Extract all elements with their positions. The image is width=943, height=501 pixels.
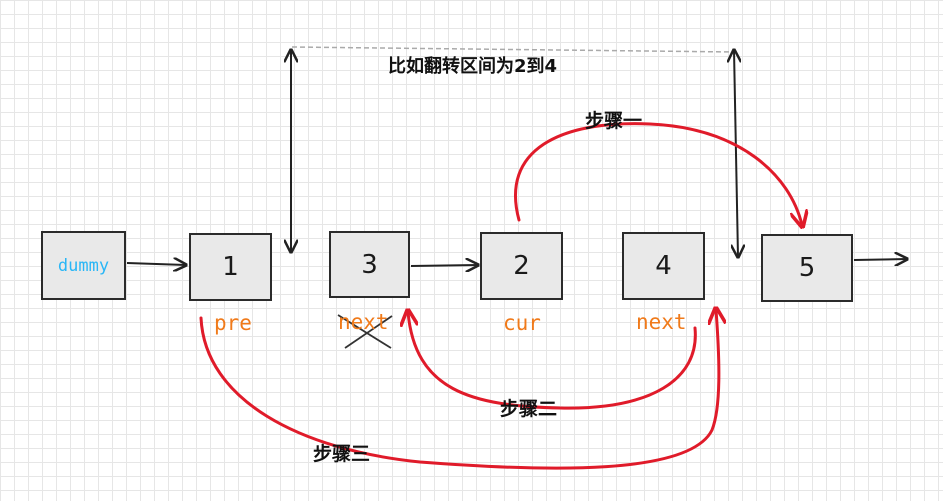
node-dummy-label: dummy (57, 255, 110, 276)
step2-label: 步骤二 (500, 398, 558, 420)
interval-right-bound-arrow (734, 50, 738, 257)
node-1-label: 1 (222, 252, 239, 282)
node-dummy: dummy (41, 231, 126, 300)
interval-caption: 比如翻转区间为2到4 (388, 56, 558, 77)
node-1: 1 (189, 233, 272, 301)
node-5: 5 (761, 234, 853, 302)
node-4: 4 (622, 232, 705, 300)
link-5-to-null (853, 259, 907, 260)
node-2: 2 (480, 232, 563, 300)
link-dummy-to-1 (126, 263, 186, 265)
cross-out-line-1 (337, 314, 392, 349)
step3-arrow (199, 310, 719, 470)
node-5-label: 5 (798, 253, 816, 283)
step1-label: 步骤一 (585, 110, 643, 132)
link-3-to-2 (410, 265, 478, 266)
pointer-label-pre: pre (214, 311, 252, 335)
interval-top-dashed-line (291, 46, 736, 53)
step1-arrow (513, 122, 802, 225)
pointer-label-next: next (636, 310, 687, 334)
node-3-label: 3 (361, 249, 378, 280)
cross-out-line-2 (344, 315, 393, 349)
step3-label: 步骤三 (313, 443, 371, 465)
step2-arrow (408, 312, 697, 410)
node-3: 3 (329, 231, 410, 298)
node-2-label: 2 (513, 251, 530, 281)
node-4-label: 4 (655, 251, 672, 281)
pointer-label-cur: cur (503, 311, 541, 335)
pointer-label-next-crossed: next (338, 310, 389, 334)
